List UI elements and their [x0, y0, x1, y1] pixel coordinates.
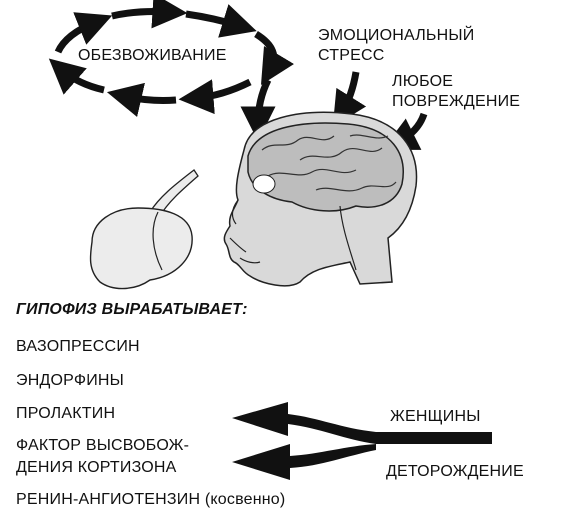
dehydration-cycle-arrows	[48, 0, 295, 117]
product-item-vasopressin: ВАЗОПРЕССИН	[16, 338, 140, 355]
cycle-arrow	[54, 12, 113, 54]
stress-label-line: ЭМОЦИОНАЛЬНЫЙ	[318, 27, 475, 44]
pituitary-highlight	[252, 174, 276, 194]
arrow-lower-branch	[232, 444, 376, 480]
cycle-arrow	[178, 78, 252, 115]
dehydration-to-brain-arrow	[240, 78, 276, 142]
product-item-cortisone-factor-line2: ДЕНИЯ КОРТИЗОНА	[16, 459, 177, 476]
injury-label-line: ЛЮБОЕ	[392, 73, 454, 90]
pituitary-lobe-divide	[152, 211, 163, 271]
forked-arrow	[232, 402, 492, 480]
arrow-upper-branch	[232, 402, 376, 444]
pituitary-stalk	[149, 169, 199, 217]
women-label: ЖЕНЩИНЫ	[390, 408, 481, 425]
injury-label-line: ПОВРЕЖДЕНИЕ	[392, 93, 521, 110]
emotional-stress-label: ЭМОЦИОНАЛЬНЫЙ СТРЕСС	[318, 26, 474, 66]
any-injury-label: ЛЮБОЕ ПОВРЕЖДЕНИЕ	[392, 72, 520, 112]
pituitary-body	[89, 207, 193, 290]
brain-folds	[261, 134, 397, 192]
product-item-prolactin: ПРОЛАКТИН	[16, 405, 116, 422]
cycle-arrow	[111, 0, 188, 29]
stress-to-brain-arrow	[332, 71, 367, 127]
cycle-arrow	[185, 4, 257, 38]
cycle-arrow	[254, 31, 295, 86]
cycle-arrow	[106, 82, 177, 117]
pituitary-gland-illustration	[89, 169, 199, 290]
face-profile	[229, 199, 261, 264]
arrow-stem	[376, 432, 492, 444]
cycle-arrow	[48, 58, 105, 95]
stress-label-line: СТРЕСС	[318, 47, 385, 64]
childbirth-label: ДЕТОРОЖДЕНИЕ	[386, 463, 524, 480]
product-item-renin-angiotensin: РЕНИН-АНГИОТЕНЗИН (косвенно)	[16, 491, 286, 508]
product-item-cortisone-factor-line1: ФАКТОР ВЫСВОБОЖ-	[16, 437, 190, 454]
product-item-endorphins: ЭНДОРФИНЫ	[16, 372, 125, 389]
brainstem	[339, 205, 357, 271]
head-illustration	[223, 111, 418, 287]
dehydration-label: ОБЕЗВОЖИВАНИЕ	[78, 47, 227, 64]
pituitary-heading: ГИПОФИЗ ВЫРАБАТЫВАЕТ:	[16, 301, 248, 318]
